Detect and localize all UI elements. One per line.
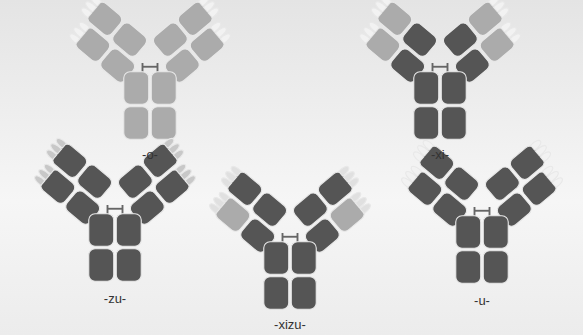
human-antibody xyxy=(392,137,572,283)
prefix-label: -u- xyxy=(474,293,490,308)
humanized-antibody xyxy=(25,135,205,281)
chimeric-humanized-antibody xyxy=(200,163,380,309)
murine-antibody xyxy=(60,0,240,139)
prefix-label: -o- xyxy=(142,147,158,162)
prefix-label: -xi- xyxy=(431,147,449,162)
prefix-label: -xizu- xyxy=(274,317,306,332)
chimeric-antibody xyxy=(350,0,530,139)
prefix-label: -zu- xyxy=(104,291,126,306)
